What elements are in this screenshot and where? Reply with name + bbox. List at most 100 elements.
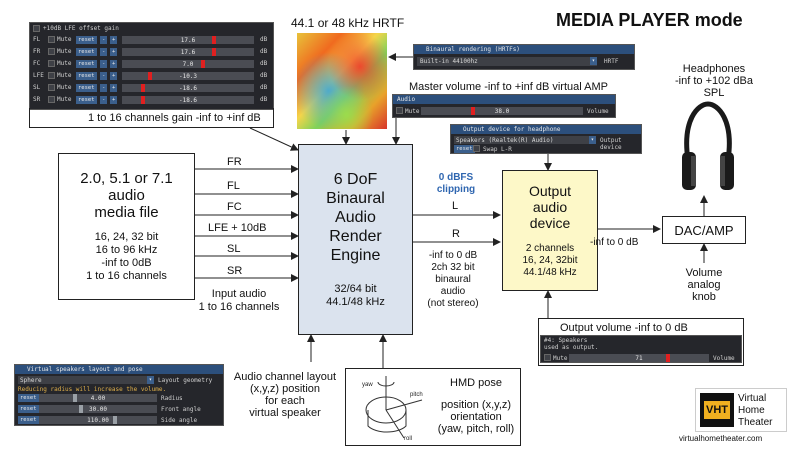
hmd-pose-frame [345,368,521,446]
channel-label-sr: SR [227,265,243,277]
gain-mute-checkbox[interactable] [48,84,55,91]
layout-geometry-select[interactable]: Sphere ▾ [18,376,154,384]
gain-plus-button[interactable]: + [110,72,118,80]
gain-minus-button[interactable]: - [100,48,108,56]
gain-value: 17.6 [180,49,196,56]
chevron-down-icon: ▾ [146,376,154,384]
gain-reset-button[interactable]: reset [76,48,97,56]
source-media-box: 2.0, 5.1 or 7.1 audio media file 16, 24,… [58,153,195,300]
gain-slider-grab[interactable] [212,36,216,44]
gain-minus-button[interactable]: - [100,72,108,80]
output-device-select[interactable]: Speakers (Realtek(R) Audio) ▾ [454,136,596,144]
gain-minus-button[interactable]: - [100,36,108,44]
output-volume-panel: #4: Speakers used as output. Mute 71 Vol… [540,335,742,363]
source-spec-4: 1 to 16 channels [86,270,167,282]
output-device-panel: Output device for headphone Speakers (Re… [450,124,642,154]
gain-plus-button[interactable]: + [110,36,118,44]
gain-slider-grab[interactable] [201,60,205,68]
source-title-2: audio [108,187,145,204]
layout-reset-button[interactable]: reset [18,405,39,413]
master-volume-label: Master volume -inf to +inf dB virtual AM… [409,81,608,93]
layout-slider-grab[interactable] [73,394,77,402]
website-url: virtualhometheater.com [679,434,763,443]
gain-slider[interactable]: 17.6 [122,48,254,56]
output-mute-checkbox[interactable] [544,354,551,361]
layout-reset-button[interactable]: reset [18,394,39,402]
master-volume-value: 38.0 [494,108,510,115]
gain-mute-checkbox[interactable] [48,72,55,79]
gain-row-label: FC [33,60,41,67]
gain-slider[interactable]: -18.6 [122,84,254,92]
hrtf-select[interactable]: Built-in 44100hz ▾ [417,57,597,66]
gain-reset-button[interactable]: reset [76,60,97,68]
device-panel-title: Output device for headphone [451,125,641,134]
yaw-label: yaw [362,382,373,388]
gain-slider[interactable]: 17.6 [122,36,254,44]
gain-unit: dB [260,84,268,91]
gain-plus-button[interactable]: + [110,48,118,56]
gain-unit: dB [260,72,268,79]
gain-plus-button[interactable]: + [110,84,118,92]
layout-slider[interactable]: 30.00 [39,405,157,413]
gain-reset-button[interactable]: reset [76,72,97,80]
source-spec-3: -inf to 0dB [101,257,152,269]
render-engine-box: 6 DoF Binaural Audio Render Engine 32/64… [298,144,413,335]
gain-mute-label: Mute [57,60,72,67]
master-mute-checkbox[interactable] [396,107,403,114]
clipping-label: 0 dBFS clipping [436,172,476,195]
gain-row-label: FR [33,48,41,55]
gain-mute-checkbox[interactable] [48,48,55,55]
gain-value: 7.0 [182,61,194,68]
gain-plus-button[interactable]: + [110,60,118,68]
gain-reset-button[interactable]: reset [76,84,97,92]
gain-unit: dB [260,48,268,55]
gain-slider-grab[interactable] [148,72,152,80]
gain-slider-grab[interactable] [212,48,216,56]
master-volume-slider[interactable]: 38.0 [421,107,583,115]
gain-minus-button[interactable]: - [100,84,108,92]
gain-slider[interactable]: -18.6 [122,96,254,104]
layout-slider[interactable]: 4.00 [39,394,157,402]
channel-label-sl: SL [227,243,241,255]
layout-slider-grab[interactable] [79,405,83,413]
binaural-output-label: -inf to 0 dB 2ch 32 bit binaural audio (… [427,250,479,309]
gain-plus-button[interactable]: + [110,96,118,104]
lfe-offset-checkbox[interactable] [33,25,40,32]
gain-reset-button[interactable]: reset [76,96,97,104]
output-volume-grab[interactable] [666,354,670,362]
gain-mute-checkbox[interactable] [48,36,55,43]
gain-reset-button[interactable]: reset [76,36,97,44]
vht-logo: VHT Virtual Home Theater [695,388,787,432]
vht-logo-text: Virtual Home Theater [738,393,773,428]
gain-minus-button[interactable]: - [100,96,108,104]
channels-gain-label: 1 to 16 channels gain -inf to +inf dB [88,112,261,124]
gain-slider[interactable]: -10.3 [122,72,254,80]
layout-slider-grab[interactable] [113,416,117,424]
gain-mute-checkbox[interactable] [48,60,55,67]
master-mute-label: Mute [405,108,420,115]
gain-slider[interactable]: 7.0 [122,60,254,68]
channel-label-fc: FC [227,201,242,213]
output-volume-slider[interactable]: 71 [569,354,709,362]
vht-logo-mark: VHT [700,393,734,427]
input-audio-label: Input audio 1 to 16 channels [198,288,280,313]
gain-minus-button[interactable]: - [100,60,108,68]
dac-input-label: -inf to 0 dB [590,237,639,248]
device-reset-button[interactable]: reset [454,145,475,153]
gain-mute-label: Mute [57,48,72,55]
gain-slider-grab[interactable] [141,84,145,92]
dac-amp-box: DAC/AMP [662,216,746,244]
layout-reset-button[interactable]: reset [18,416,39,424]
layout-slider[interactable]: 110.00 [39,416,157,424]
master-volume-grab[interactable] [471,107,475,115]
gain-slider-grab[interactable] [141,96,145,104]
output-device-suffix: Output device [600,137,622,151]
gain-mute-checkbox[interactable] [48,96,55,103]
gain-mute-label: Mute [57,72,72,79]
swap-lr-checkbox[interactable] [473,145,480,152]
